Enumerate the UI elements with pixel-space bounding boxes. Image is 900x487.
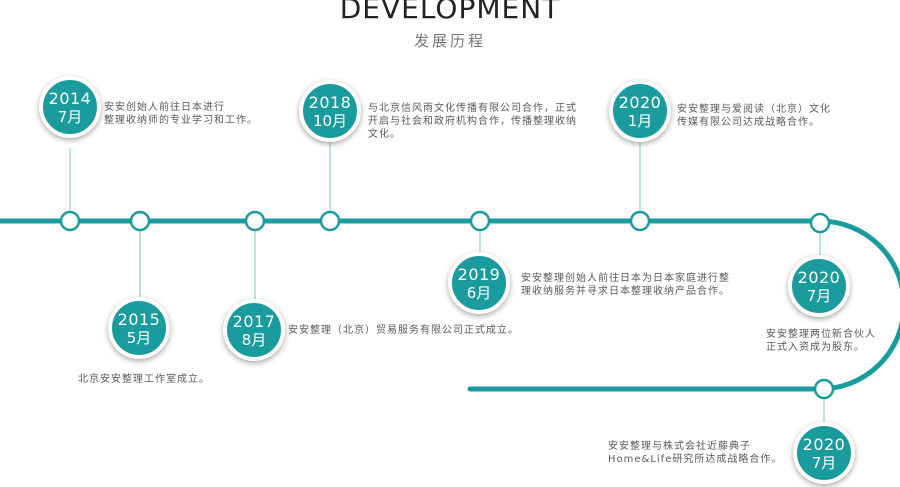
milestone-badge-2014: 2014 7月 bbox=[39, 76, 101, 138]
milestone-text-2020-jul-partners: 安安整理两位新合伙人 正式入资成为股东。 bbox=[766, 329, 876, 353]
milestone-badge-2020-jan: 2020 1月 bbox=[609, 80, 671, 142]
milestone-text-2018: 与北京信风雨文化传播有限公司合作，正式 开启与社会和政府机构合作，传播整理收纳 … bbox=[368, 103, 577, 140]
milestone-badge-2018: 2018 10月 bbox=[299, 80, 361, 142]
timeline-track bbox=[0, 218, 900, 392]
milestone-text-2014: 安安创始人前往日本进行 整理收纳师的专业学习和工作。 bbox=[104, 102, 258, 126]
milestone-text-2019: 安安整理创始人前往日本为日本家庭进行整 理收纳服务并寻求日本整理收纳产品合作。 bbox=[521, 273, 730, 297]
milestone-month: 7月 bbox=[57, 107, 83, 126]
page-subtitle: 发展历程 bbox=[413, 32, 486, 50]
milestone-month: 1月 bbox=[627, 111, 653, 130]
milestone-year: 2020 bbox=[797, 267, 841, 287]
milestone-month: 5月 bbox=[126, 328, 152, 347]
timeline-connectors bbox=[69, 143, 825, 424]
node-2014 bbox=[59, 210, 81, 232]
milestone-month: 10月 bbox=[312, 111, 348, 130]
milestone-year: 2017 bbox=[232, 311, 276, 331]
milestone-month: 7月 bbox=[811, 453, 837, 472]
milestone-badge-2019: 2019 6月 bbox=[448, 252, 510, 314]
milestone-text-2020-jul-kondo: 安安整理与株式会社近藤典子 Home&Life研究所达成战略合作。 bbox=[608, 441, 783, 465]
node-2020-jan bbox=[629, 210, 651, 232]
milestone-text-2015: 北京安安整理工作室成立。 bbox=[78, 374, 210, 385]
milestone-badge-2020-jul-partners: 2020 7月 bbox=[788, 255, 850, 317]
milestone-badge-2015: 2015 5月 bbox=[108, 297, 170, 359]
milestone-badge-2017: 2017 8月 bbox=[223, 299, 285, 361]
milestone-year: 2015 bbox=[117, 309, 161, 329]
milestone-year: 2019 bbox=[457, 264, 501, 284]
milestone-month: 6月 bbox=[466, 283, 492, 302]
milestone-badge-2020-jul-kondo: 2020 7月 bbox=[793, 422, 855, 484]
page-title: DEVELOPMENT bbox=[339, 0, 561, 25]
timeline-nodes bbox=[59, 210, 835, 400]
milestone-year: 2020 bbox=[618, 92, 662, 112]
milestone-year: 2020 bbox=[802, 434, 846, 454]
node-2018 bbox=[319, 210, 341, 232]
milestone-month: 8月 bbox=[241, 330, 267, 349]
node-2015 bbox=[129, 210, 151, 232]
node-2020-jul-a bbox=[809, 212, 831, 234]
node-2019 bbox=[469, 210, 491, 232]
milestone-month: 7月 bbox=[806, 286, 832, 305]
milestone-text-2017: 安安整理（北京）贸易服务有限公司正式成立。 bbox=[288, 325, 519, 336]
milestone-year: 2014 bbox=[48, 88, 92, 108]
node-2020-jul-b bbox=[813, 378, 835, 400]
node-2017 bbox=[244, 210, 266, 232]
milestone-text-2020-jan: 安安整理与爱阅读（北京）文化 传媒有限公司达成战略合作。 bbox=[677, 104, 831, 128]
milestone-year: 2018 bbox=[308, 92, 352, 112]
